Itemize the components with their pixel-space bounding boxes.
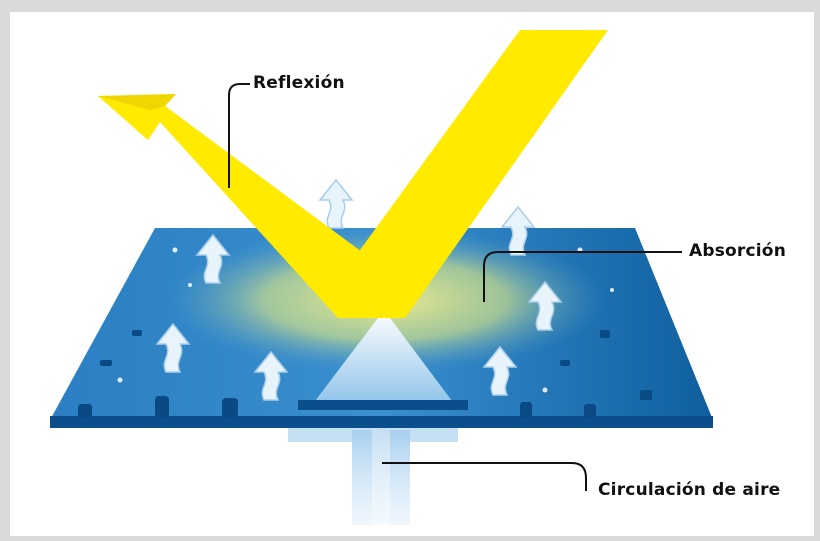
callout-lines	[228, 83, 682, 491]
wavy-up-arrow-icon	[319, 179, 353, 229]
absorcion-label: Absorción	[689, 241, 786, 261]
air-circulation-label: Circulación de aire	[598, 480, 781, 500]
air-flow-column	[288, 420, 458, 525]
reflexion-label: Reflexión	[253, 73, 345, 93]
reflexion-leader	[228, 83, 250, 188]
circulacion-leader	[382, 462, 587, 491]
absorcion-leader	[483, 251, 682, 302]
light-ray-group	[98, 30, 608, 318]
reflected-light-arrow	[98, 94, 385, 318]
incoming-light-ray	[360, 30, 608, 318]
